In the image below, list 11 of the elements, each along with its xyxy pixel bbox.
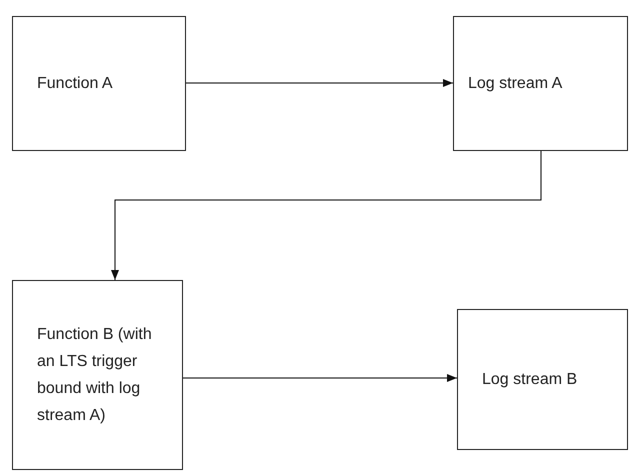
arrow — [111, 150, 542, 280]
process-box — [12, 16, 186, 151]
box-label: Function A — [37, 74, 113, 94]
box-label: Log stream B — [482, 370, 578, 390]
process-box — [457, 309, 628, 450]
box-label: Function B (with an LTS trigger bound with log stream A) — [37, 325, 153, 426]
process-box — [453, 16, 628, 151]
process-box — [12, 280, 183, 470]
box-label: Log stream A — [468, 74, 562, 94]
arrow — [182, 374, 458, 382]
arrow — [186, 79, 454, 87]
